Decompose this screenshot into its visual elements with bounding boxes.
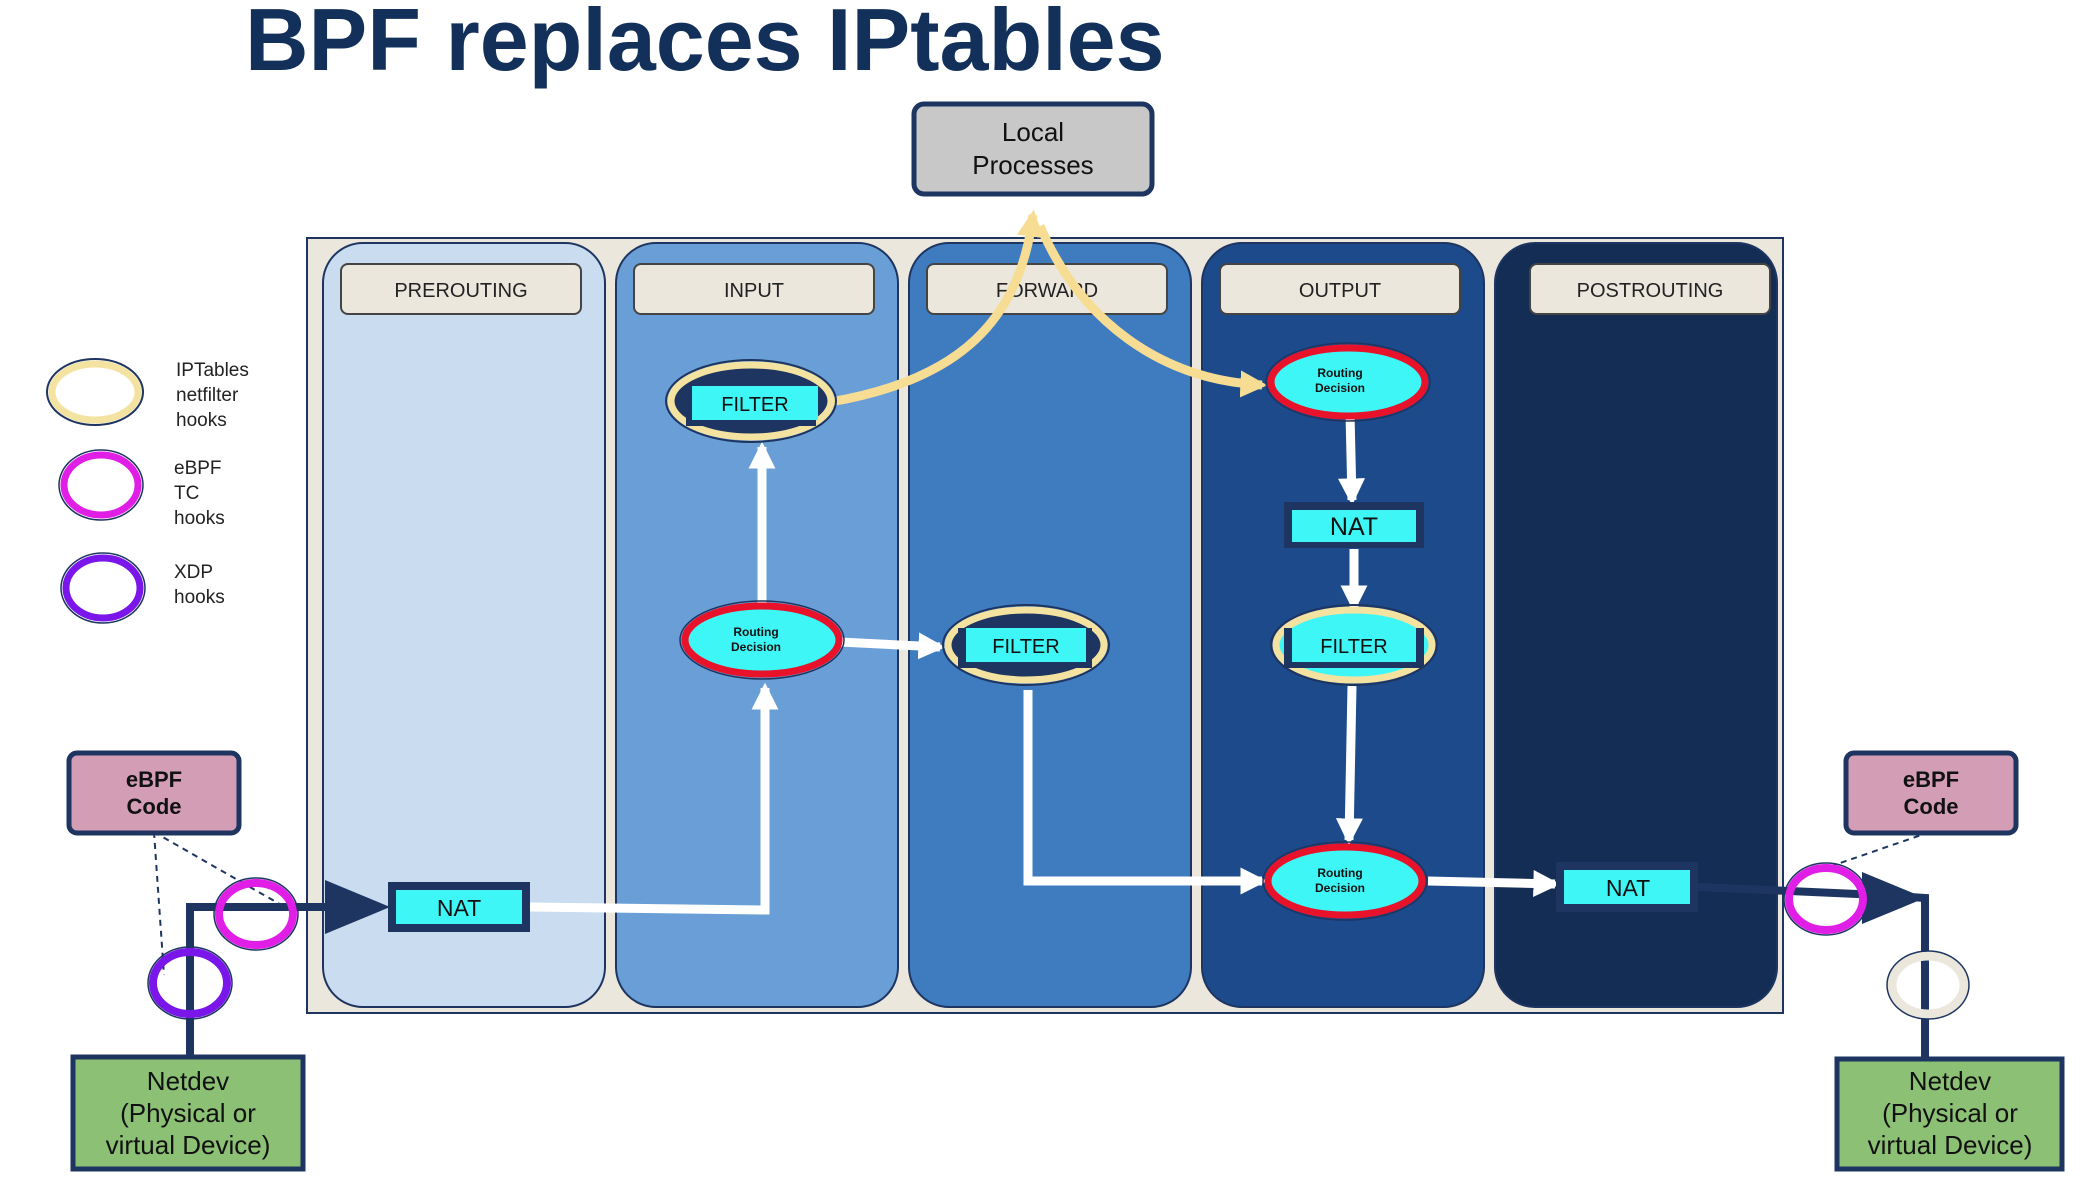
routing-decision-postrouting: Routing Decision [1262,841,1428,921]
xdp-hook-left [149,948,231,1018]
netdev-right-line-2: (Physical or [1882,1098,2018,1128]
arrow-nat-to-routing-input [529,682,779,915]
routing-bottom-line-1: Routing [1317,866,1362,880]
local-processes-line-1: Local [1002,117,1064,147]
filter-input-hook: FILTER [665,359,837,443]
arrow-local-processes-to-routing [1035,224,1268,398]
legend: IPTables netfilter hooks eBPF TC hooks X… [46,358,249,624]
routing-decision-output: Routing Decision [1265,342,1431,422]
legend-xdp-hook-icon [62,554,144,622]
netdev-right-line-1: Netdev [1909,1066,1991,1096]
legend-tc-hook-icon [60,451,142,519]
netdev-left-line-2: (Physical or [120,1098,256,1128]
ingress-arrowhead [325,880,390,934]
routing-output-line-2: Decision [1315,381,1365,395]
left-ingress: eBPF Code Netdev (Physical or virtual De… [66,750,390,1172]
legend-xdp-line-1: XDP [174,562,213,583]
local-process-arrows [829,209,1268,407]
netdev-right-line-3: virtual Device) [1868,1130,2033,1160]
netdev-left-line-3: virtual Device) [106,1130,271,1160]
netdev-right: Netdev (Physical or virtual Device) [1834,1056,2065,1172]
ebpf-code-right-line-2: Code [1904,794,1959,819]
tc-hook-right [1785,864,1867,934]
local-processes-box: Local Processes [911,101,1155,197]
arrow-filter-to-routing-output [1335,685,1363,846]
legend-iptables-line-2: netfilter [176,385,239,406]
ebpf-code-right: eBPF Code [1843,750,2019,836]
ingress-path [186,903,360,1060]
legend-iptables-line-1: IPTables [176,360,249,381]
arrow-filter-forward-to-routing-output [1023,690,1268,895]
packet-flow-arrows [529,412,1561,915]
chain-label-prerouting: PREROUTING [394,280,527,302]
egress-arrowhead [1862,872,1925,924]
routing-input-line-1: Routing [733,625,778,639]
routing-bottom-line-2: Decision [1315,881,1365,895]
netdev-left: Netdev (Physical or virtual Device) [70,1054,306,1172]
arrow-routing-to-nat-postrouting [1427,869,1561,897]
routing-output-line-1: Routing [1317,366,1362,380]
routing-decision-input: Routing Decision [679,600,845,680]
netdev-left-line-1: Netdev [147,1066,229,1096]
legend-tc-line-2: TC [174,483,199,504]
chain-label-postrouting: POSTROUTING [1577,280,1724,302]
arrow-filter-to-local-processes [829,209,1044,407]
tc-hook-left [215,879,297,949]
page-title: BPF replaces IPtables [245,0,1165,89]
filter-forward-label: FILTER [992,636,1059,658]
arrow-routing-to-nat-output [1338,412,1366,506]
filter-forward-hook: FILTER [942,604,1110,686]
nat-prerouting-label: NAT [437,895,481,921]
filter-input-label: FILTER [721,394,788,416]
nat-output: NAT [1284,502,1424,548]
legend-iptables-line-3: hooks [176,410,227,431]
legend-iptables-hook-icon [48,360,142,424]
local-processes-line-2: Processes [972,150,1093,180]
nat-output-label: NAT [1330,513,1378,541]
nat-postrouting: NAT [1556,862,1698,912]
chain-column-postrouting: POSTROUTING [1494,242,1778,1008]
chain-label-input: INPUT [724,280,784,302]
chain-label-output: OUTPUT [1299,280,1381,302]
ebpf-code-right-line-1: eBPF [1903,767,1959,792]
legend-tc-line-1: eBPF [174,458,222,479]
chain-column-prerouting: PREROUTING [322,242,606,1008]
filter-output-hook: FILTER [1270,604,1438,686]
ebpf-code-left-line-1: eBPF [126,767,182,792]
ebpf-code-left-line-2: Code [127,794,182,819]
legend-xdp-line-2: hooks [174,587,225,608]
legend-tc-line-3: hooks [174,508,225,529]
nat-prerouting: NAT [388,882,530,932]
nat-postrouting-label: NAT [1606,875,1650,901]
filter-output-label: FILTER [1320,636,1387,658]
ebpf-code-left: eBPF Code [66,750,242,836]
iptables-hook-right [1887,951,1969,1019]
arrow-routing-to-filter-forward [839,632,946,660]
right-egress: eBPF Code Netdev (Physical or virtual De… [1697,750,2065,1172]
routing-input-line-2: Decision [731,640,781,654]
